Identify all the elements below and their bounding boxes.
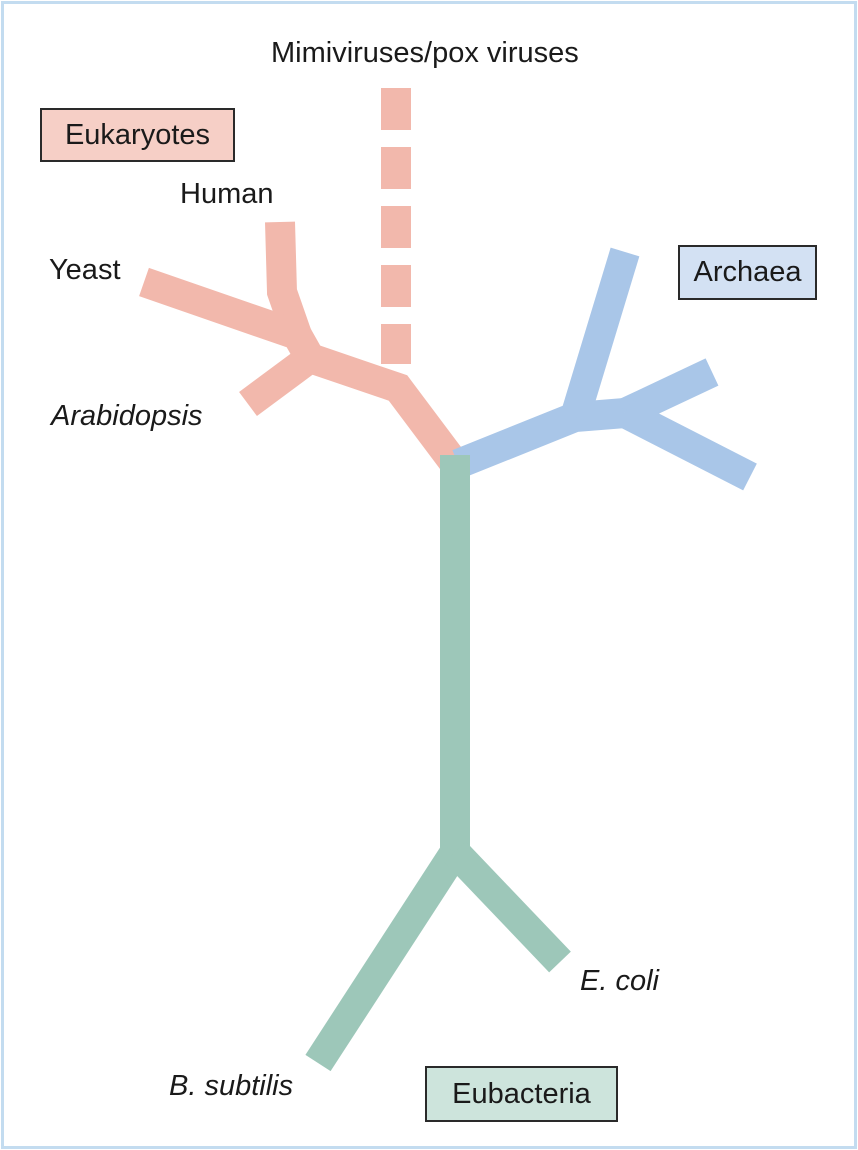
leaf-yeast-label: Yeast	[49, 254, 121, 286]
branch-yeast	[139, 267, 324, 366]
archaea-label-box: Archaea	[678, 245, 817, 300]
branch-arabidopsis	[239, 345, 319, 417]
eubacteria-label: Eubacteria	[452, 1077, 591, 1110]
branch-ecoli	[444, 841, 571, 973]
eubacteria-branches	[305, 455, 571, 1072]
archaea-label: Archaea	[693, 256, 802, 288]
branch-eukaryote-stem	[305, 343, 467, 473]
leaf-arabidopsis-label: Arabidopsis	[51, 400, 203, 432]
leaf-human-label: Human	[180, 178, 274, 210]
eukaryotes-branches	[139, 88, 467, 473]
leaf-bsubtilis-label: B. subtilis	[169, 1070, 294, 1102]
eukaryotes-label: Eukaryotes	[64, 118, 211, 151]
branch-archaea-3	[618, 399, 757, 491]
leaf-ecoli-label: E. coli	[580, 965, 659, 997]
branch-archaea-1	[560, 247, 640, 422]
branch-archaea-stem	[452, 398, 627, 478]
eukaryotes-label-box: Eukaryotes	[40, 108, 235, 162]
archaea-branches	[452, 247, 757, 491]
eubacteria-label-box: Eubacteria	[425, 1066, 618, 1122]
branch-bsubtilis	[305, 843, 468, 1072]
leaf-mimivirus-label: Mimiviruses/pox viruses	[271, 37, 579, 69]
